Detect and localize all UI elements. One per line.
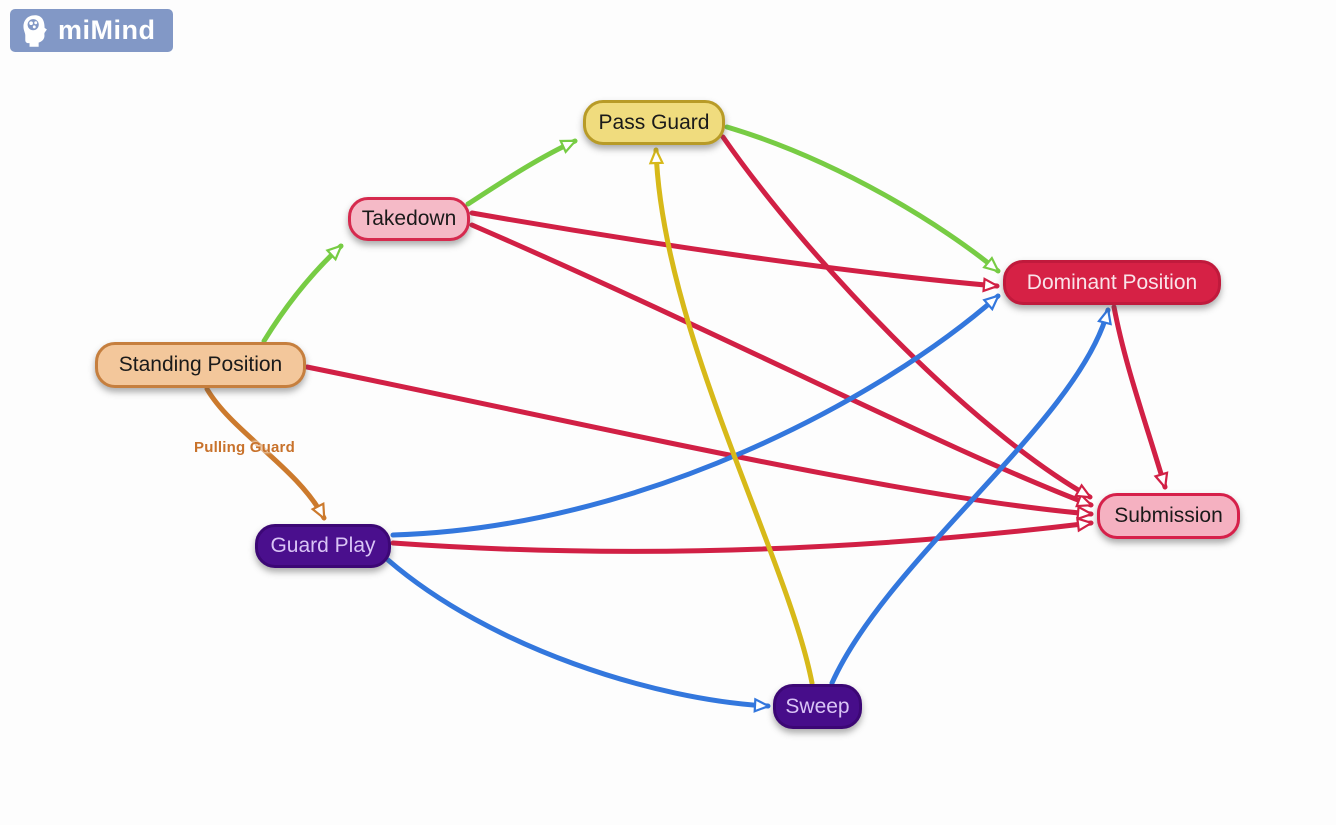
edge-takedown-submission[interactable] xyxy=(469,222,1091,508)
node-pass-guard[interactable]: Pass Guard xyxy=(583,100,725,145)
edge-guard-play-sweep[interactable] xyxy=(385,557,768,706)
edge-takedown-pass-guard[interactable] xyxy=(465,138,575,207)
edge-pass-guard-dominant-position[interactable] xyxy=(724,124,1001,274)
edge-standing-position-takedown[interactable] xyxy=(261,243,344,344)
mimind-logo-text: miMind xyxy=(58,15,156,45)
mimind-logo: miMind xyxy=(10,9,173,52)
mimind-head-icon xyxy=(23,14,47,47)
node-label-standing-position: Standing Position xyxy=(118,353,283,376)
edge-sweep-pass-guard[interactable] xyxy=(656,150,815,686)
node-label-guard-play: Guard Play xyxy=(270,534,376,557)
edge-pass-guard-submission[interactable] xyxy=(720,134,1090,500)
node-takedown[interactable]: Takedown xyxy=(348,197,470,241)
node-submission[interactable]: Submission xyxy=(1097,493,1240,539)
node-sweep[interactable]: Sweep xyxy=(773,684,862,729)
node-guard-play[interactable]: Guard Play xyxy=(255,524,391,568)
edge-takedown-dominant-position[interactable] xyxy=(469,210,997,286)
edge-standing-position-guard-play[interactable] xyxy=(204,386,327,518)
node-standing-position[interactable]: Standing Position xyxy=(95,342,306,388)
node-label-dominant-position: Dominant Position xyxy=(1026,270,1198,294)
node-label-takedown: Takedown xyxy=(361,207,457,230)
edge-sweep-dominant-position[interactable] xyxy=(829,310,1108,686)
node-label-pass-guard: Pass Guard xyxy=(598,110,710,134)
node-dominant-position[interactable]: Dominant Position xyxy=(1003,260,1221,305)
edge-dominant-position-submission[interactable] xyxy=(1111,304,1165,487)
edge-label-pulling-guard[interactable]: Pulling Guard xyxy=(194,439,295,456)
node-label-sweep: Sweep xyxy=(785,694,850,718)
edge-guard-play-dominant-position[interactable] xyxy=(390,293,1001,538)
edge-standing-position-submission[interactable] xyxy=(304,364,1091,514)
node-label-submission: Submission xyxy=(1114,504,1223,527)
